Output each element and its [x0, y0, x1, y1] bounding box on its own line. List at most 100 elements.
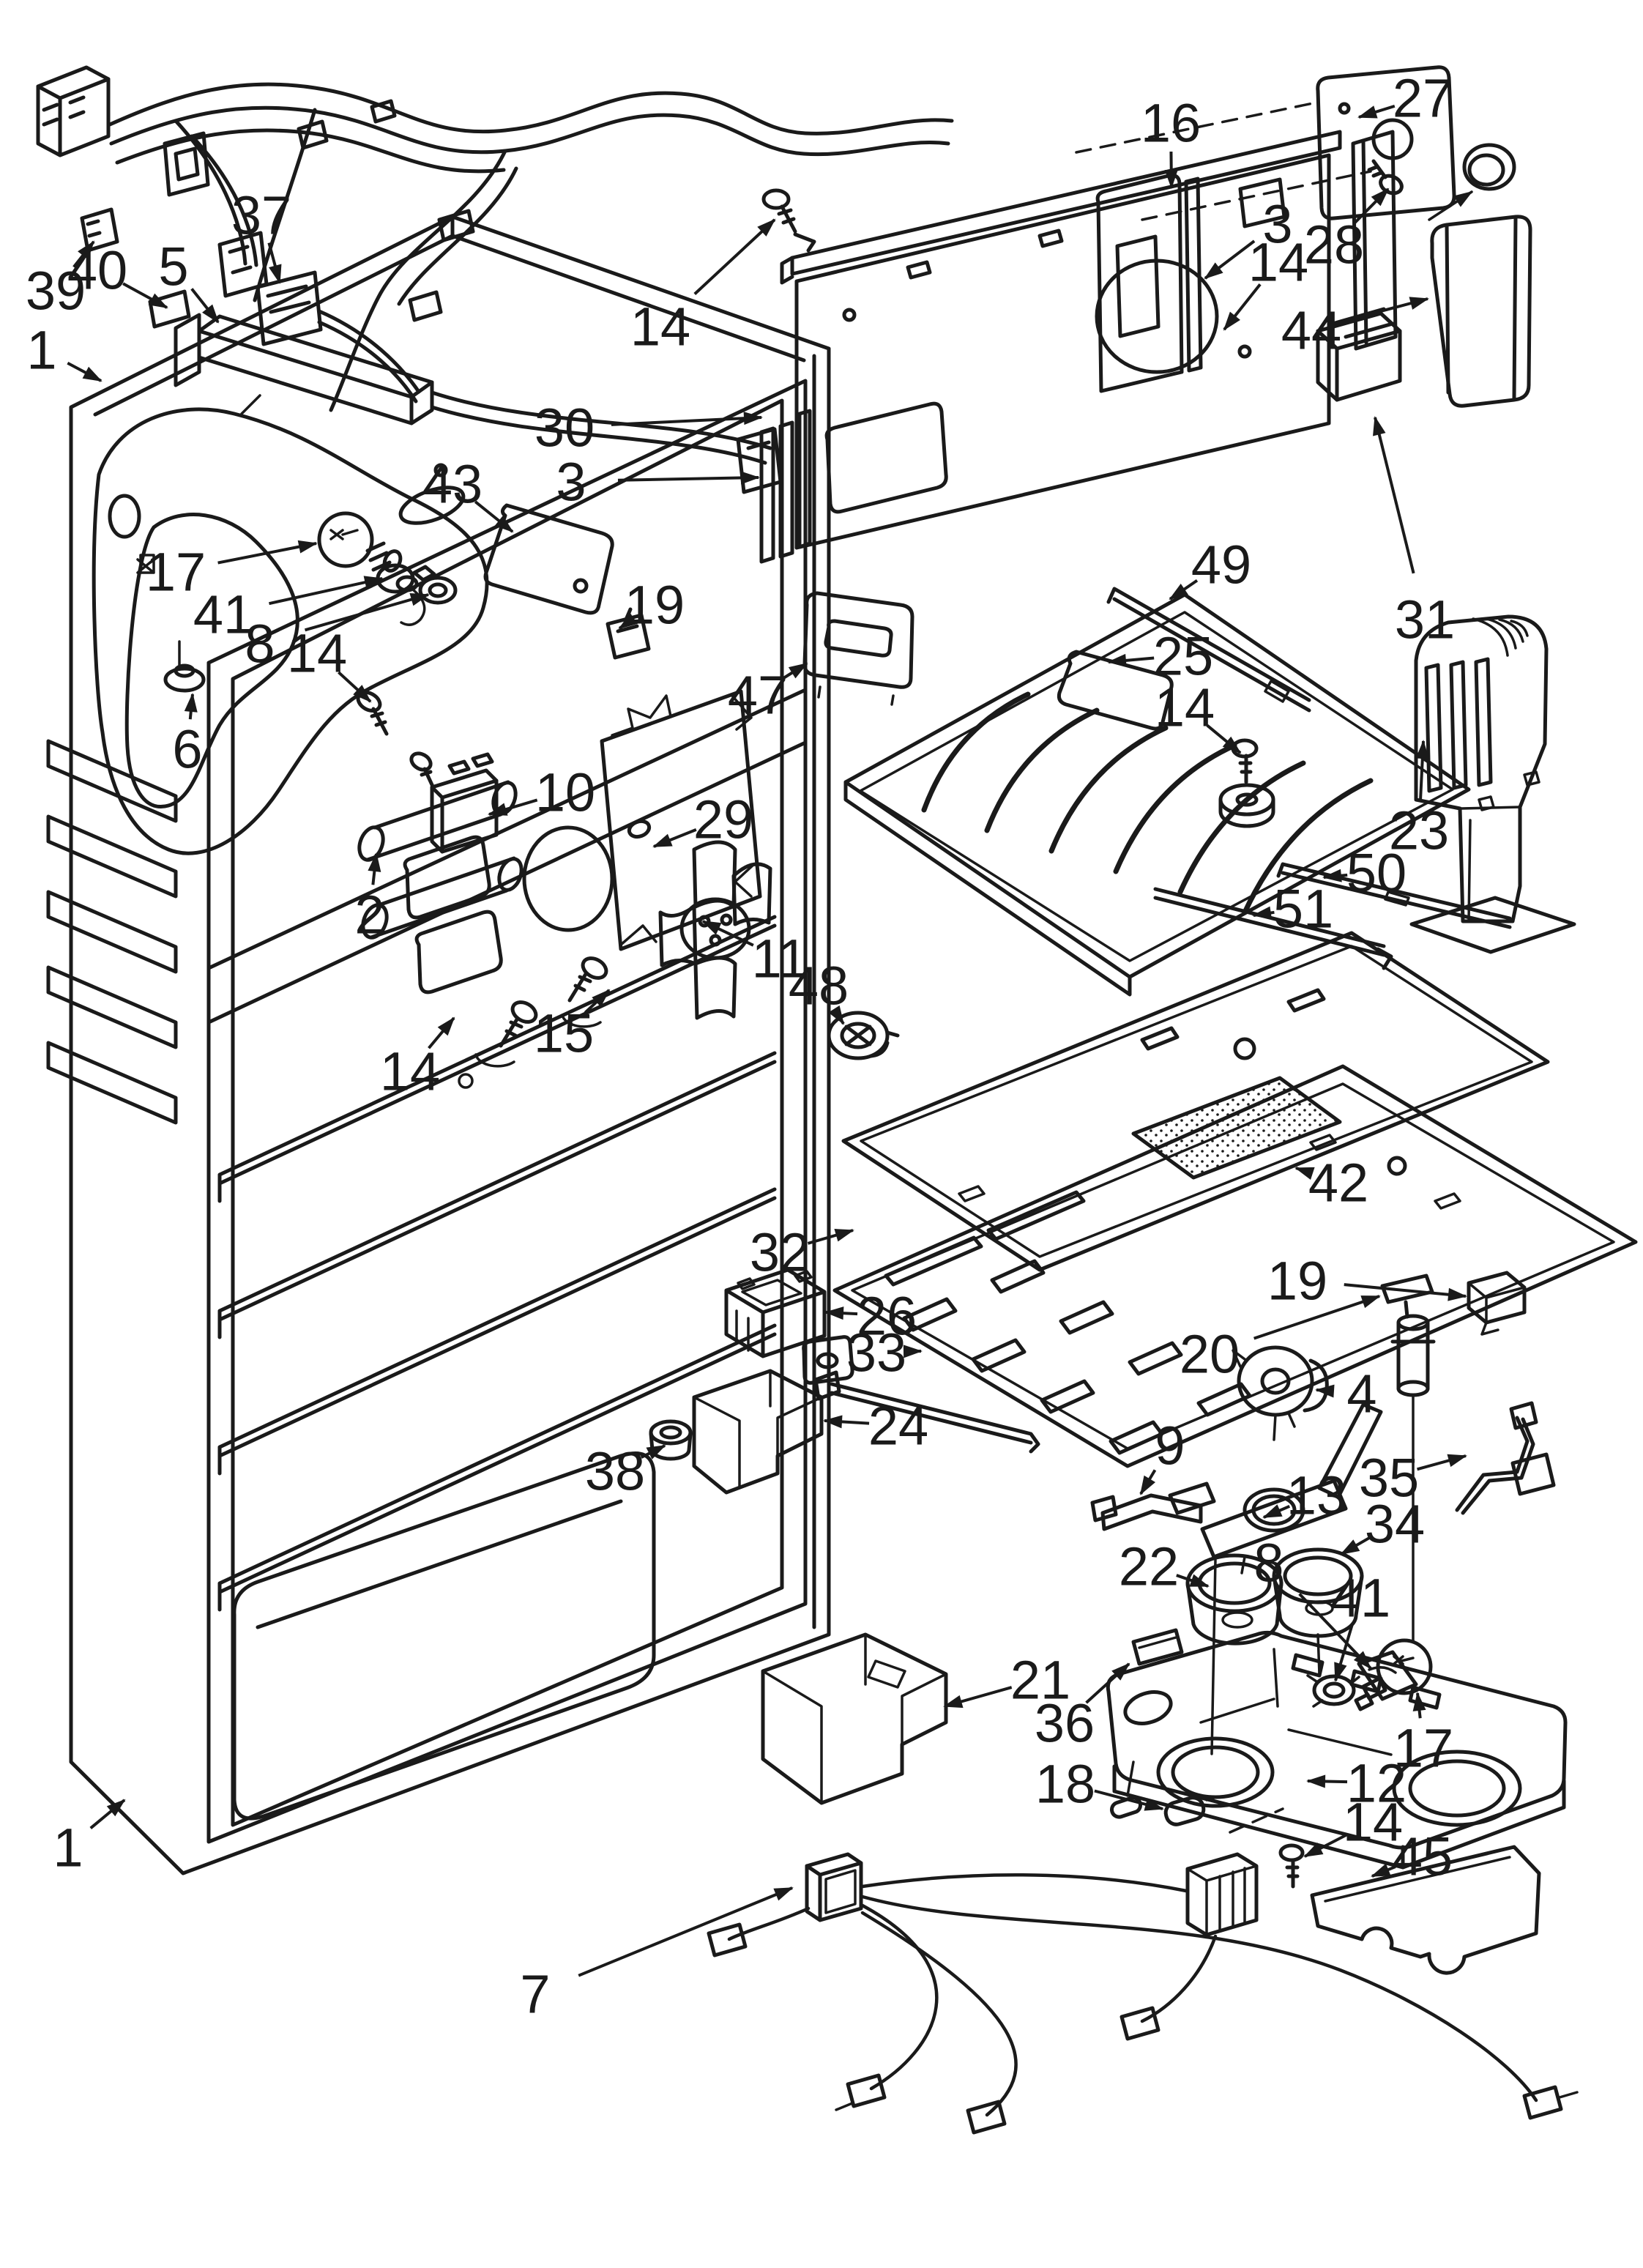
callout-label-14b: 14	[287, 623, 347, 684]
callout-label-11: 11	[752, 929, 808, 989]
callout-label-30: 30	[534, 398, 595, 458]
callout-arrow-48	[828, 1005, 845, 1025]
callout-label-50: 50	[1346, 843, 1407, 904]
callout-label-1a: 1	[26, 320, 56, 381]
callout-arrow-8a	[304, 592, 430, 632]
callout-arrow-7	[578, 1886, 794, 1977]
callout-arrow-50	[1322, 869, 1348, 882]
callout-label-39: 39	[26, 261, 86, 321]
wiring-harness-7	[707, 1852, 1579, 2135]
callout-label-14e: 14	[1343, 1792, 1403, 1853]
callout-arrow-9	[1139, 1469, 1157, 1495]
callout-arrow-17b	[1412, 1692, 1426, 1719]
rear-panel-group	[759, 65, 1532, 564]
callout-arrow-3a	[617, 471, 760, 485]
callout-label-24: 24	[868, 1396, 928, 1457]
callout-arrow-2	[368, 852, 381, 885]
callout-arrow-14b	[338, 671, 372, 703]
callout-label-36: 36	[1035, 1693, 1095, 1754]
callout-arrow-45	[1371, 1863, 1396, 1878]
callout-arrow-19a	[618, 612, 638, 630]
callout-arrow-30	[611, 412, 763, 426]
callout-label-29: 29	[693, 789, 753, 850]
callout-label-1b: 1	[53, 1818, 83, 1878]
callout-label-21: 21	[1010, 1650, 1070, 1711]
callout-arrow-49	[1169, 579, 1199, 601]
callout-arrow-41b	[1334, 1624, 1354, 1682]
callout-label-41b: 41	[1330, 1568, 1390, 1629]
callout-arrow-24	[823, 1415, 870, 1429]
callout-label-43: 43	[422, 454, 483, 515]
callout-label-7: 7	[520, 1964, 550, 2025]
callout-arrow-3b	[1204, 239, 1256, 280]
callout-arrow-17a	[217, 540, 318, 565]
callout-arrow-32	[807, 1229, 854, 1245]
callout-label-45: 45	[1393, 1826, 1453, 1887]
callout-arrow-4	[1315, 1384, 1335, 1398]
callout-label-35: 35	[1359, 1448, 1419, 1509]
callout-arrow-12	[1306, 1774, 1348, 1788]
callout-label-3a: 3	[556, 452, 586, 513]
callout-label-28: 28	[1304, 215, 1364, 275]
callout-arrow-15	[584, 989, 611, 1014]
callout-label-40: 40	[67, 240, 127, 301]
callout-arrow-41a	[269, 576, 384, 606]
callout-label-42: 42	[1308, 1153, 1368, 1213]
callout-arrow-38	[640, 1444, 666, 1460]
callout-label-19a: 19	[625, 575, 685, 636]
callout-label-18: 18	[1035, 1754, 1095, 1815]
callout-label-8a: 8	[245, 614, 275, 674]
callout-arrow-21	[943, 1686, 1013, 1709]
callout-label-10: 10	[535, 762, 595, 823]
callout-label-17a: 17	[146, 542, 206, 603]
callout-label-38: 38	[585, 1441, 645, 1502]
callout-arrow-18	[1094, 1789, 1164, 1811]
callout-label-32: 32	[750, 1222, 810, 1283]
callout-label-31: 31	[1395, 590, 1455, 650]
callout-arrow-44	[1346, 297, 1429, 322]
callout-label-26: 26	[857, 1286, 917, 1347]
callout-arrow-6	[184, 693, 198, 720]
callout-arrow-14d	[1206, 724, 1242, 754]
callout-label-22: 22	[1119, 1536, 1179, 1597]
callout-arrow-28	[1353, 187, 1390, 224]
light-control-group	[148, 270, 783, 736]
callout-label-12: 12	[1346, 1753, 1407, 1814]
callout-label-4: 4	[1346, 1364, 1376, 1424]
callout-arrow-14a	[693, 218, 776, 295]
callout-label-9: 9	[1155, 1416, 1185, 1476]
liner-cabinet-1	[46, 215, 831, 1875]
callout-arrow-14c	[428, 1016, 455, 1049]
callout-arrow-36	[1085, 1662, 1130, 1704]
artwork-layer	[36, 65, 1638, 2135]
callout-label-19b: 19	[1267, 1251, 1327, 1312]
air-tower-group	[1409, 614, 1576, 954]
callout-arrow-11	[701, 920, 754, 947]
callout-label-5: 5	[158, 237, 188, 297]
callout-arrow-22	[1176, 1574, 1210, 1588]
callout-arrow-34	[1340, 1536, 1371, 1555]
callout-label-34: 34	[1365, 1494, 1425, 1555]
duct-group	[692, 1268, 1218, 1826]
callout-arrow-20	[1253, 1295, 1381, 1340]
callout-label-41a: 41	[193, 584, 253, 645]
callout-label-48: 48	[789, 956, 849, 1016]
callout-arrow-1a	[67, 361, 103, 382]
callout-label-16: 16	[1141, 93, 1201, 154]
callout-arrow-26	[824, 1306, 858, 1320]
callout-label-37: 37	[231, 185, 291, 246]
callout-arrow-31	[1373, 416, 1415, 574]
callout-label-14f: 14	[1248, 232, 1308, 293]
callout-label-44: 44	[1281, 300, 1341, 361]
callout-arrow-35	[1417, 1454, 1467, 1471]
callout-arrow-42	[1294, 1167, 1315, 1181]
callout-label-47: 47	[728, 665, 788, 726]
callout-label-25: 25	[1153, 626, 1213, 687]
callout-label-6: 6	[172, 719, 202, 780]
callout-arrow-14e	[1303, 1833, 1348, 1858]
callout-label-13: 13	[1286, 1465, 1346, 1526]
callout-label-27: 27	[1393, 68, 1453, 129]
callout-label-33: 33	[846, 1323, 906, 1383]
